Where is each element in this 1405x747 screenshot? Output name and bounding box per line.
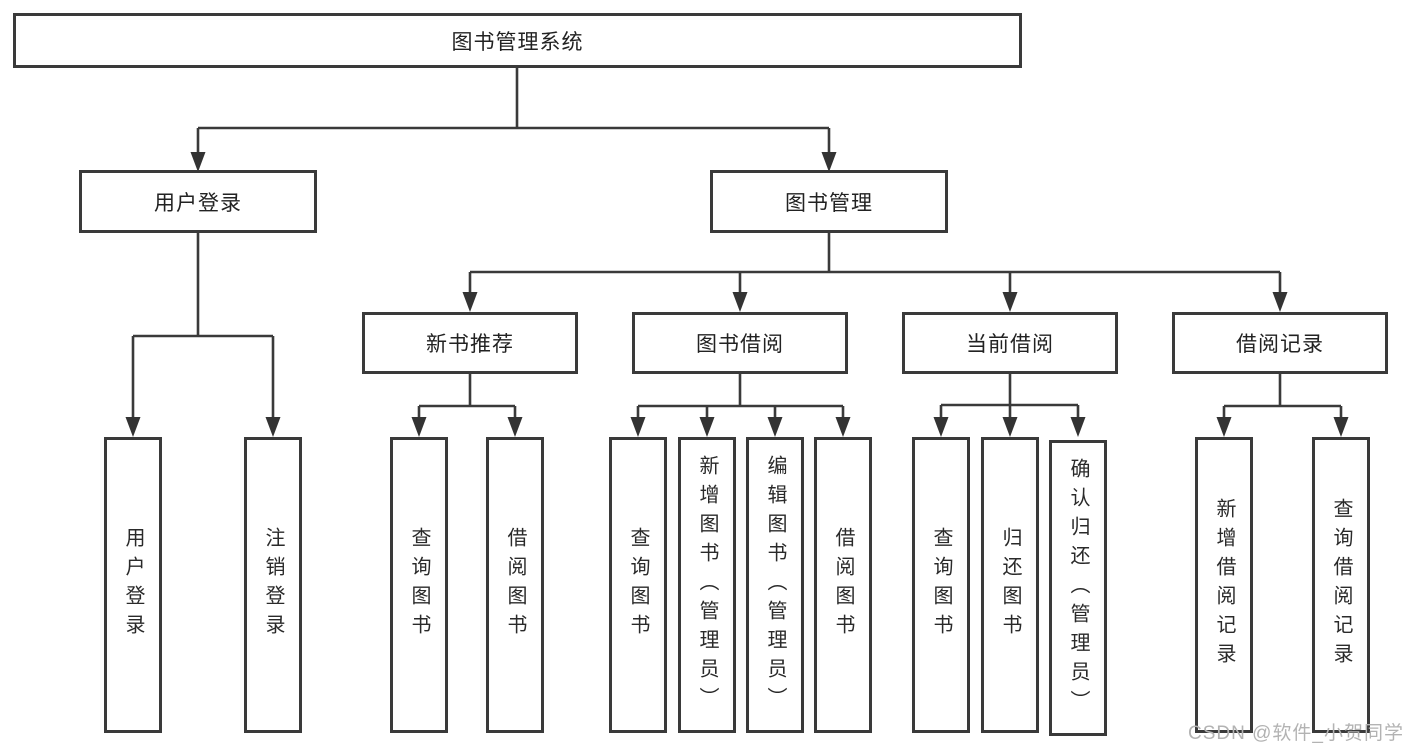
node-label: 图书借阅	[696, 333, 784, 356]
leaf-label: 借阅图书	[832, 527, 854, 643]
leaf-query-books-current: 查询图书	[912, 437, 970, 733]
node-label: 借阅记录	[1236, 333, 1324, 356]
leaf-label: 确认归还（管理员）	[1067, 457, 1089, 719]
node-user-login: 用户登录	[79, 170, 317, 233]
node-label: 图书管理	[785, 191, 873, 215]
leaf-edit-book-admin: 编辑图书（管理员）	[746, 437, 804, 733]
watermark: CSDN @软件_小贺同学	[1188, 723, 1404, 744]
node-label: 图书管理系统	[451, 30, 584, 54]
leaf-label: 用户登录	[122, 527, 144, 643]
leaf-label: 注销登录	[262, 527, 284, 643]
node-new-book-recommendation: 新书推荐	[362, 312, 578, 374]
leaf-label: 编辑图书（管理员）	[764, 454, 786, 716]
arrowhead-icons	[125, 152, 1349, 437]
leaf-label: 查询借阅记录	[1330, 498, 1352, 672]
node-label: 新书推荐	[426, 333, 514, 356]
leaf-label: 查询图书	[408, 527, 430, 643]
node-label: 用户登录	[154, 191, 242, 215]
leaf-borrow-books-recommend: 借阅图书	[486, 437, 544, 733]
leaf-label: 借阅图书	[504, 527, 526, 643]
leaf-label: 查询图书	[627, 527, 649, 643]
node-book-borrowing: 图书借阅	[632, 312, 848, 374]
leaf-confirm-return-admin: 确认归还（管理员）	[1049, 440, 1107, 736]
node-label: 当前借阅	[966, 333, 1054, 356]
leaf-logout: 注销登录	[244, 437, 302, 733]
leaf-add-borrow-record: 新增借阅记录	[1195, 437, 1253, 733]
node-library-management-system: 图书管理系统	[13, 13, 1022, 68]
leaf-label: 查询图书	[930, 527, 952, 643]
node-current-borrowing: 当前借阅	[902, 312, 1118, 374]
node-book-management: 图书管理	[710, 170, 948, 233]
leaf-query-books-borrowing: 查询图书	[609, 437, 667, 733]
leaf-label: 新增图书（管理员）	[696, 454, 718, 716]
leaf-label: 归还图书	[999, 527, 1021, 643]
leaf-query-books-recommend: 查询图书	[390, 437, 448, 733]
leaf-add-book-admin: 新增图书（管理员）	[678, 437, 736, 733]
leaf-user-login: 用户登录	[104, 437, 162, 733]
leaf-borrow-books-borrowing: 借阅图书	[814, 437, 872, 733]
leaf-return-books: 归还图书	[981, 437, 1039, 733]
leaf-label: 新增借阅记录	[1213, 498, 1235, 672]
leaf-query-borrow-record: 查询借阅记录	[1312, 437, 1370, 733]
node-borrowing-records: 借阅记录	[1172, 312, 1388, 374]
